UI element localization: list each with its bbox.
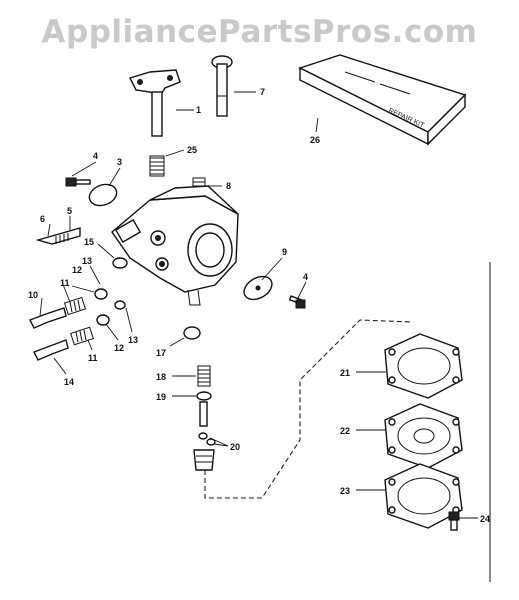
label-8: 8 [226,181,231,191]
label-12-top: 12 [72,265,82,275]
label-25: 25 [187,145,197,155]
label-4-top: 4 [93,151,98,161]
needle-14[interactable] [33,326,94,361]
label-19: 19 [156,392,166,402]
label-9: 9 [282,247,287,257]
throttle-plate[interactable] [86,181,119,209]
watermark: AppliancePartsPros.com [41,14,478,50]
label-11-top: 11 [60,278,70,288]
idle-needle[interactable] [35,227,81,245]
o-ring-12a[interactable] [94,288,108,300]
label-26: 26 [310,135,320,145]
label-4-right: 4 [303,272,308,282]
label-7: 7 [260,87,265,97]
label-13-bottom: 13 [128,335,138,345]
o-ring-13a[interactable] [114,300,126,310]
label-22: 22 [340,426,350,436]
washer-19[interactable] [196,391,212,401]
label-24: 24 [480,514,490,524]
spring-25[interactable] [149,155,165,177]
carburetor-body[interactable] [111,185,239,306]
leader-lines [39,91,478,519]
label-1: 1 [196,105,201,115]
choke-plate[interactable] [240,272,276,304]
throttle-shaft[interactable] [129,69,181,137]
repair-kit-box[interactable]: REPAIR KIT [298,54,467,146]
label-11-bottom: 11 [88,353,98,363]
gasket-23[interactable] [384,463,463,529]
label-3: 3 [117,157,122,167]
label-13-top: 13 [82,256,92,266]
label-5: 5 [67,206,72,216]
screw-4-left[interactable] [65,177,91,187]
label-21: 21 [340,368,350,378]
label-17: 17 [156,348,166,358]
screw-24[interactable] [448,511,460,531]
label-12-bottom: 12 [114,343,124,353]
screw-4-right[interactable] [288,295,306,309]
plug-17[interactable] [183,326,201,340]
label-18: 18 [156,372,166,382]
choke-shaft[interactable] [211,55,233,117]
welch-plug-15[interactable] [112,257,128,269]
needle-seat-20[interactable] [193,401,216,471]
label-15: 15 [84,237,94,247]
label-14: 14 [64,377,74,387]
dashed-assembly-line [204,319,413,499]
label-20: 20 [230,442,240,452]
spring-18[interactable] [197,365,211,387]
diaphragm-21[interactable] [384,333,463,399]
label-23: 23 [340,486,350,496]
o-ring-12b[interactable] [96,314,110,326]
diaphragm-22[interactable] [384,403,463,469]
label-10: 10 [28,290,38,300]
label-6: 6 [40,214,45,224]
main-needle-10[interactable] [29,296,87,329]
